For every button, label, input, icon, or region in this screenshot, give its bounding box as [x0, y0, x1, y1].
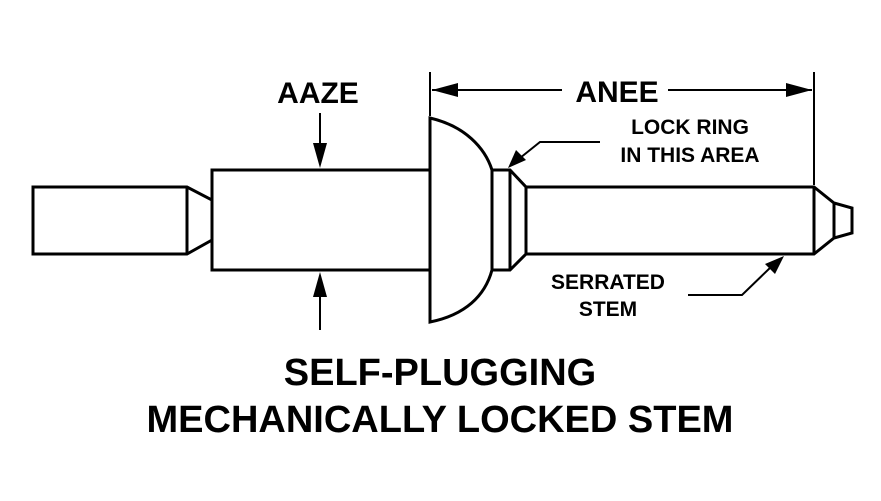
lock-ring-label-line2: IN THIS AREA [620, 144, 759, 167]
left-stem-stub [31, 185, 214, 256]
title-line1: SELF-PLUGGING [284, 352, 596, 394]
lock-ring-collar [492, 168, 528, 272]
anee-label: ANEE [575, 76, 658, 109]
serrated-stem [526, 185, 854, 256]
aaze-bottom-arrowhead [313, 272, 327, 297]
aaze-label: AAZE [277, 77, 359, 110]
rivet-body [210, 168, 432, 272]
serrated-label-line1: SERRATED [551, 271, 665, 294]
serrated-stem-leader [688, 265, 773, 296]
rivet-head [428, 116, 494, 324]
serrated-label-line2: STEM [579, 298, 637, 321]
serrated-stem-arrowhead [765, 256, 784, 274]
lock-ring-label-line1: LOCK RING [631, 116, 749, 139]
lock-ring-leader [519, 141, 600, 159]
title-line2: MECHANICALLY LOCKED STEM [147, 399, 734, 441]
anee-right-arrowhead [786, 83, 812, 97]
lock-ring-arrowhead [508, 150, 526, 168]
anee-left-arrowhead [432, 83, 458, 97]
aaze-top-arrowhead [313, 143, 327, 168]
